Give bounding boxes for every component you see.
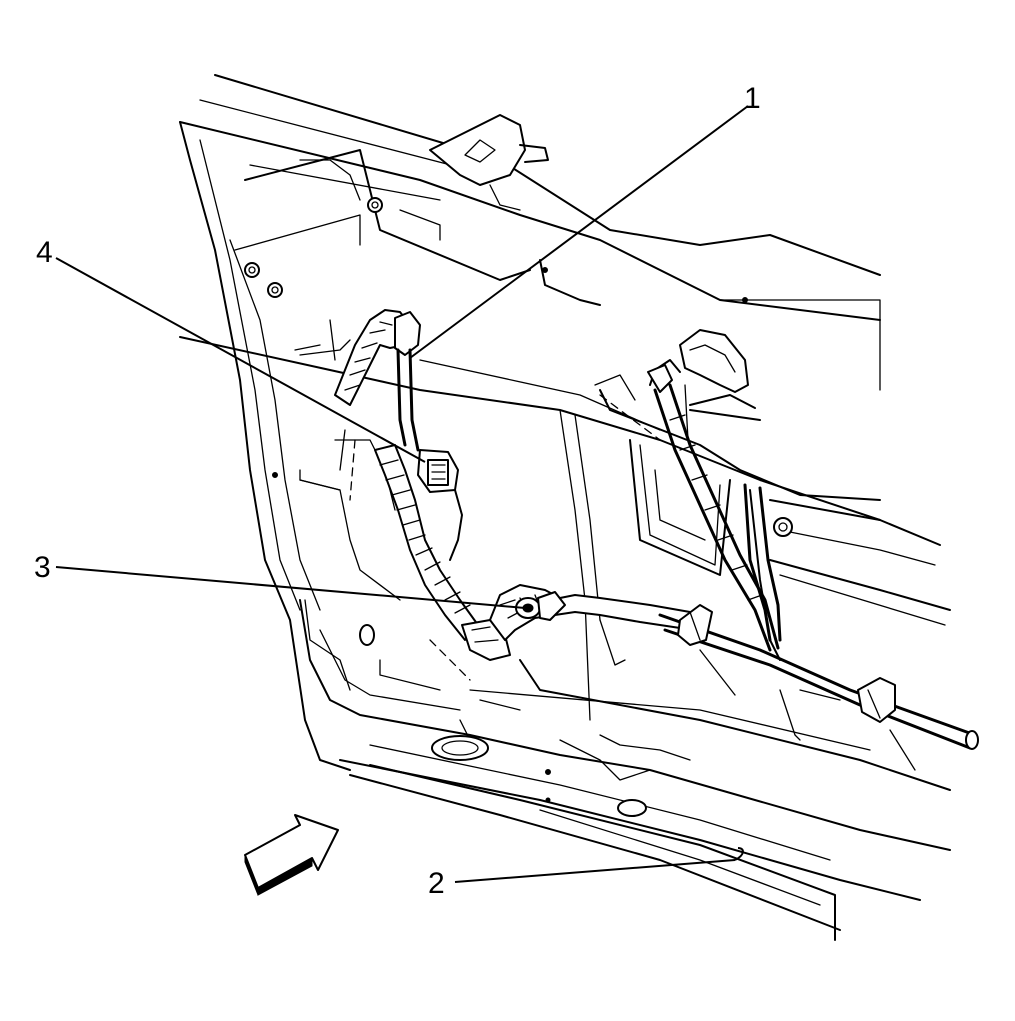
callout-leaders bbox=[55, 105, 749, 883]
callout-3-label: 3 bbox=[34, 551, 51, 584]
body-structure bbox=[179, 74, 951, 941]
callout-4-leader bbox=[55, 257, 426, 463]
callout-2-label: 2 bbox=[428, 867, 445, 900]
callout-2-leader bbox=[454, 859, 736, 883]
callout-labels: 1 2 3 4 bbox=[34, 82, 761, 900]
wiring-harness bbox=[334, 309, 979, 750]
callout-1-leader bbox=[409, 105, 749, 359]
callout-4-label: 4 bbox=[36, 236, 53, 269]
view-direction-arrow-icon bbox=[244, 814, 339, 896]
callout-1-label: 1 bbox=[744, 82, 761, 115]
callout-3-leader bbox=[55, 566, 526, 609]
